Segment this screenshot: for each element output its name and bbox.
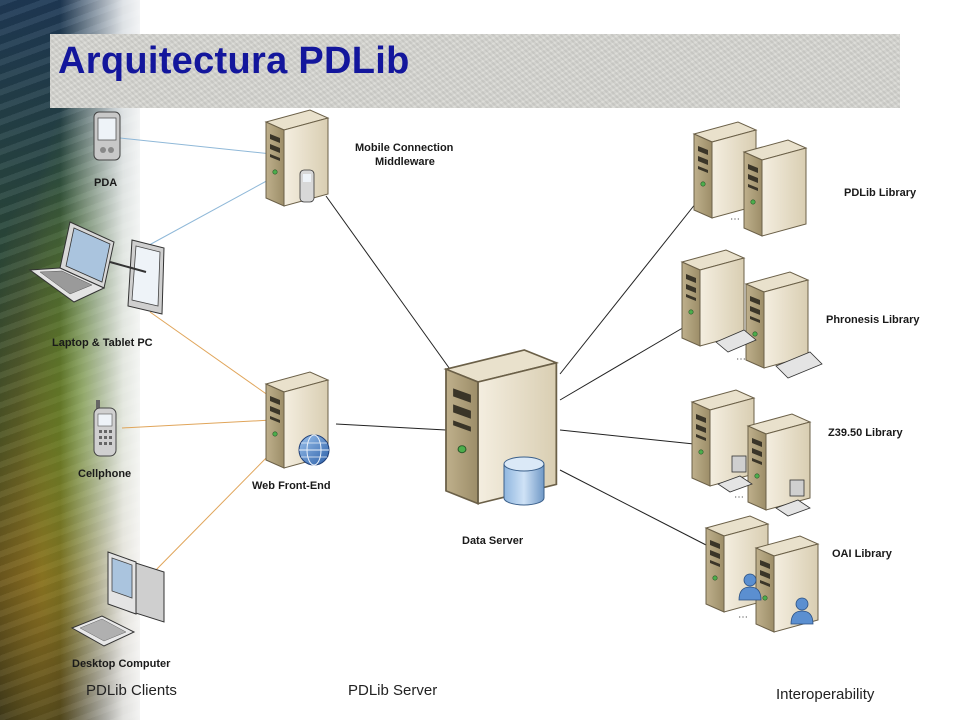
user-icon — [790, 597, 814, 625]
desktop-computer-icon — [70, 551, 165, 647]
page-title: Arquitectura PDLib — [58, 40, 410, 82]
server-icon — [743, 139, 807, 237]
link-desktop-web — [151, 451, 273, 575]
pda-icon — [93, 111, 121, 161]
svg-text:⋯: ⋯ — [736, 354, 746, 365]
laptop-icon — [28, 221, 115, 303]
phronesis-library-label: Phronesis Library — [826, 314, 920, 326]
oai-library-label: OAI Library — [832, 548, 893, 560]
link-middleware-dataserver — [325, 195, 453, 373]
tablet-icon — [109, 239, 165, 315]
pda-label: PDA — [94, 177, 117, 189]
globe-icon — [298, 434, 330, 466]
link-dataserver-phronesis — [559, 325, 687, 401]
z3950-library-label: Z39.50 Library — [828, 427, 903, 439]
svg-text:⋯: ⋯ — [734, 492, 744, 503]
link-laptop-middleware — [139, 177, 273, 251]
desktop-label: Desktop Computer — [72, 658, 171, 670]
server-icon — [265, 109, 329, 207]
server-icon — [681, 249, 745, 347]
user-icon — [738, 573, 762, 601]
svg-text:⋯: ⋯ — [738, 612, 748, 623]
web-front-end-label: Web Front-End — [252, 480, 331, 492]
link-laptop-web — [149, 311, 273, 399]
section-clients-label: PDLib Clients — [86, 682, 177, 699]
link-pda-middleware — [119, 137, 273, 155]
data-server-label: Data Server — [462, 535, 524, 547]
server-icon — [745, 271, 809, 369]
cellphone-icon — [93, 400, 117, 457]
cellphone-label: Cellphone — [78, 468, 131, 480]
link-dataserver-z3950 — [559, 429, 695, 445]
connection-lines — [119, 137, 709, 575]
section-server-label: PDLib Server — [348, 682, 438, 699]
link-cellphone-web — [121, 419, 273, 429]
mobile-middleware-label-line1: Mobile Connection — [355, 142, 454, 154]
link-web-dataserver — [335, 423, 447, 431]
laptop-tablet-label: Laptop & Tablet PC — [52, 337, 153, 349]
database-icon — [503, 456, 545, 506]
svg-text:⋯: ⋯ — [730, 214, 740, 225]
section-interoperability-label: Interoperability — [776, 686, 875, 703]
link-dataserver-oai — [559, 469, 709, 547]
mobile-middleware-label-line2: Middleware — [375, 156, 435, 168]
cellphone-icon — [299, 169, 315, 203]
title-band — [50, 34, 900, 108]
link-dataserver-pdlib — [559, 197, 701, 375]
pdlib-library-label: PDLib Library — [844, 187, 917, 199]
